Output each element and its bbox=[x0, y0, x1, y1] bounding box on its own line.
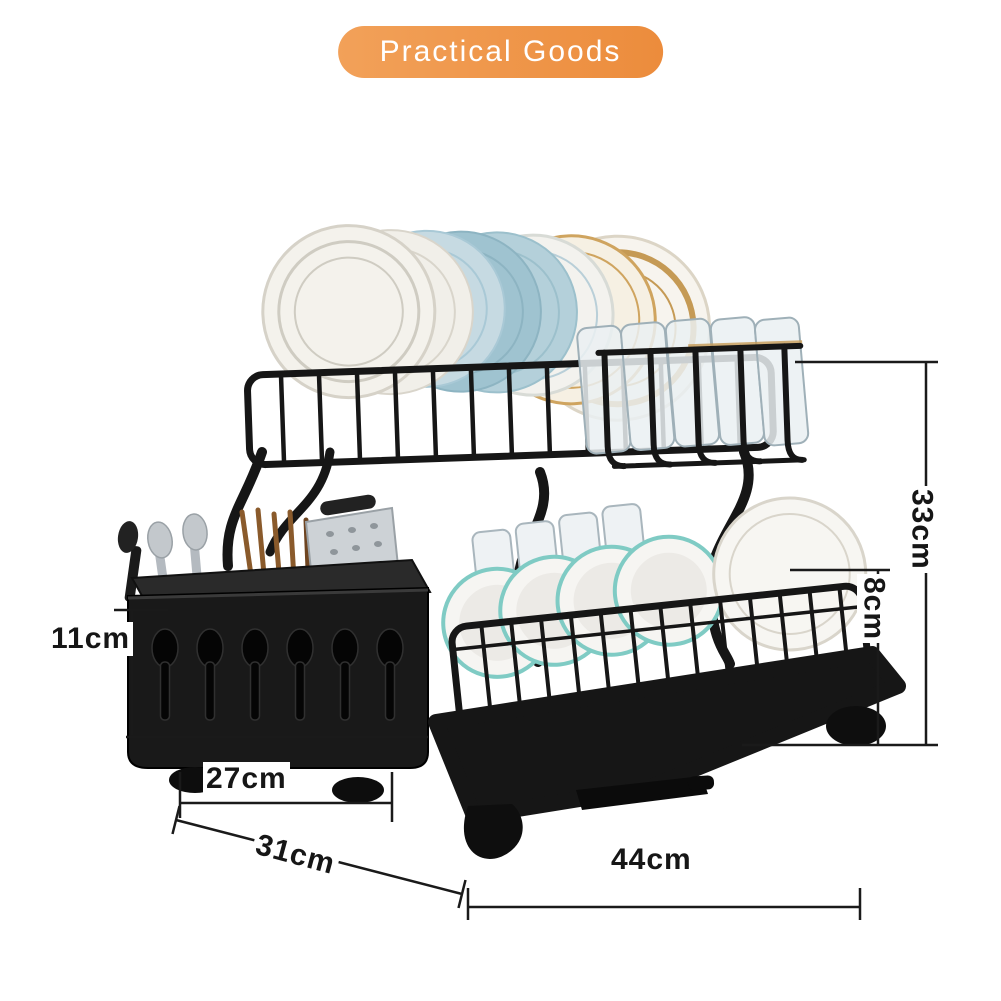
plate-white-1 bbox=[261, 224, 437, 400]
utensil-cutouts bbox=[151, 628, 404, 721]
plates-row bbox=[261, 224, 712, 422]
drain-tray bbox=[428, 646, 906, 859]
glasses-top bbox=[576, 316, 810, 455]
spoon-black bbox=[117, 521, 142, 602]
cup-rack-wires bbox=[595, 342, 807, 470]
promo-badge: Practical Goods bbox=[337, 26, 664, 78]
top-tier bbox=[244, 224, 810, 470]
promo-badge-label: Practical Goods bbox=[379, 35, 622, 68]
dimension-label-box-height: 11cm bbox=[48, 622, 134, 656]
cutlery-box-front bbox=[127, 586, 429, 769]
chopsticks bbox=[239, 507, 298, 599]
tray-right-foot bbox=[826, 706, 886, 746]
tray-body bbox=[428, 646, 906, 824]
cutlery-box bbox=[117, 494, 432, 803]
dim-line-box-width bbox=[178, 772, 394, 822]
bottom-tier bbox=[441, 496, 873, 730]
drain-spout bbox=[576, 776, 708, 810]
dimension-label-total-height: 33cm bbox=[905, 486, 939, 573]
dim-line-width bbox=[466, 888, 862, 920]
tray-front-foot bbox=[463, 804, 523, 859]
dimension-label-width: 44cm bbox=[608, 843, 695, 877]
spout-tip bbox=[687, 775, 715, 791]
box-rim-highlight bbox=[127, 588, 429, 600]
box-foot-right bbox=[332, 777, 384, 803]
dimension-label-tier-height: 8cm bbox=[857, 574, 891, 644]
dimension-label-box-width: 27cm bbox=[203, 762, 290, 796]
